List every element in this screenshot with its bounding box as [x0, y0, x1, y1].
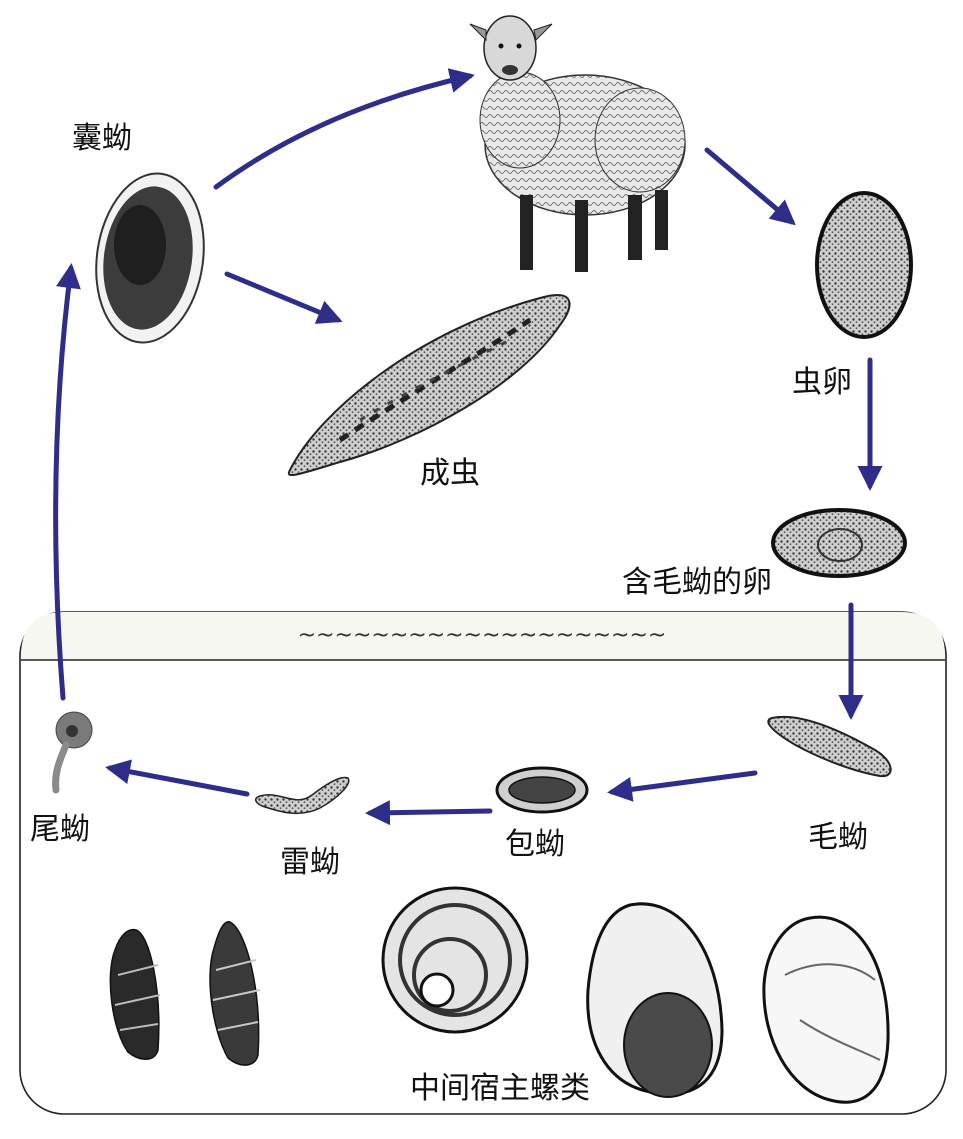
- snail-icon: [762, 915, 890, 1104]
- label-egg-miracidium: 含毛蚴的卵: [622, 565, 772, 600]
- redia-icon: [255, 776, 350, 815]
- arrow-miracidium-to-sporocyst: [607, 770, 758, 802]
- cyst-icon: [95, 172, 205, 344]
- snail-icon: [381, 886, 529, 1034]
- water-surface-mark: ~~~~~~~~~~~~~~~~~~~~: [298, 623, 667, 648]
- arrow-sporocyst-to-redia: [365, 800, 493, 826]
- label-snails: 中间宿主螺类: [410, 1071, 590, 1106]
- label-cercaria: 尾蚴: [30, 812, 90, 847]
- sheep-icon: [469, 15, 686, 272]
- arrow-cyst-to-adult: [224, 271, 343, 324]
- arrow-redia-to-cercaria: [105, 759, 250, 797]
- label-cyst: 囊蚴: [72, 121, 132, 156]
- cercaria-icon: [52, 711, 93, 794]
- snail-icon: [586, 902, 724, 1098]
- label-redia: 雷蚴: [280, 845, 340, 880]
- snail-icon: [109, 928, 161, 1060]
- embryonated-egg-icon: [771, 508, 907, 578]
- arrow-cercaria-to-cyst: [53, 263, 81, 701]
- arrow-sheep-to-egg: [704, 147, 796, 226]
- label-adult: 成虫: [420, 456, 480, 491]
- sporocyst-icon: [495, 766, 589, 814]
- adult-fluke-icon: [287, 294, 571, 477]
- arrows: [53, 68, 883, 826]
- arrow-cyst-to-sheep: [213, 68, 475, 190]
- snail-icon: [209, 921, 261, 1066]
- egg-icon: [815, 191, 913, 339]
- label-sporocyst: 包蚴: [505, 827, 565, 862]
- miracidium-icon: [767, 715, 892, 778]
- label-egg: 虫卵: [792, 365, 852, 400]
- label-miracidium: 毛蚴: [808, 820, 868, 855]
